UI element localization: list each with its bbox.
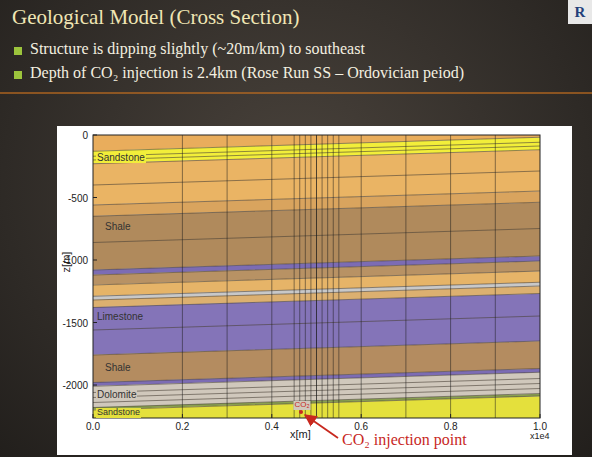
axis-ticks [93,135,540,418]
grid-line [333,135,334,418]
axis-title: x[m] [290,428,311,440]
layer-name: Dolomite [96,389,137,400]
grid-line [271,135,272,418]
layer-name: Sandstone [96,408,141,418]
tick-label: 0.0 [86,421,100,432]
grid-line [310,135,311,418]
tick-label: -500 [68,192,88,203]
mesh-grid [182,135,495,418]
layer-name: Limestone [96,311,144,322]
tick-mark [540,414,541,418]
grid-line [227,135,228,418]
tick-label: -1500 [62,317,88,328]
grid-line [327,135,328,418]
tick-label: 0.4 [265,421,279,432]
grid-line [322,135,323,418]
grid-line [450,135,451,418]
axis-multiplier: x1e4 [530,432,550,442]
layer-name: Shale [104,362,132,373]
grid-line [361,135,362,418]
point-label: CO₂ [293,401,310,410]
grid-line [294,135,295,418]
grid-line [495,135,496,418]
plot-panel [57,126,572,455]
grid-line [316,135,317,418]
header-rule [0,92,592,94]
tick-mark [93,385,97,386]
injection-point [299,410,303,414]
bullet-text: Depth of CO₂ injection is 2.4km (Rose Ru… [30,64,464,82]
grid-line [316,135,317,418]
layer-name: Sandstone [96,152,146,163]
slide-title: Geological Model (Cross Section) [12,6,300,29]
tick-mark [93,197,97,198]
tick-label: 0.6 [354,421,368,432]
tick-mark [182,414,183,418]
tick-label: 1.0 [533,421,547,432]
tick-label: -2000 [62,380,88,391]
logo-letter: R [575,4,586,21]
tick-mark [450,414,451,418]
tick-mark [93,135,97,136]
grid-line [305,135,306,418]
tick-label: 0.8 [444,421,458,432]
grid-line [405,135,406,418]
grid-line [338,135,339,418]
bullet-square [14,71,22,79]
tick-mark [271,414,272,418]
grid-line [182,135,183,418]
tick-mark [93,414,94,418]
logo-box [568,0,592,24]
tick-label: 0.2 [175,421,189,432]
bullet-square [14,47,22,55]
tick-mark [361,414,362,418]
layer-name: Shale [104,221,132,232]
callout-text: CO₂ injection point [342,431,467,449]
bullet-text: Structure is dipping slightly (~20m/km) … [30,40,365,58]
plot-frame [93,135,540,418]
axis-title: z[m] [60,252,72,273]
tick-label: 0 [82,130,88,141]
grid-line [299,135,300,418]
tick-mark [93,322,97,323]
strata [93,135,540,418]
tick-mark [93,260,97,261]
